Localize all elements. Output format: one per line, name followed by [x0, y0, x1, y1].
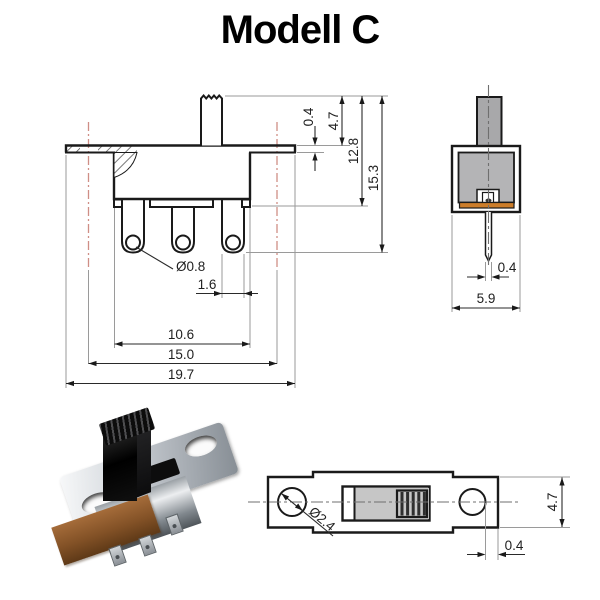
pin-hole-left: [125, 234, 141, 251]
dim-flange-thickness: 0.4: [301, 107, 318, 171]
side-actuator: [476, 96, 503, 147]
front-pins: [121, 198, 245, 254]
dim-pin-hole-diameter-label: Ø0.8: [176, 259, 205, 274]
pin-hole-center: [175, 234, 191, 251]
front-actuator: [200, 93, 223, 147]
photo-mounting-hole-right: [182, 431, 220, 461]
product-photo: [25, 398, 240, 590]
side-contact-base-strip: [458, 201, 515, 209]
dim-hole-spacing-label: 15.0: [168, 347, 194, 362]
front-view-drawing: 0.4 4.7 12.8 15.3: [64, 93, 388, 388]
page-title: Modell C: [220, 8, 381, 52]
front-hatching: [66, 146, 138, 179]
dim-overall-width-label: 19.7: [168, 367, 194, 382]
dim-body-width: 5.9: [451, 215, 521, 312]
pin-hole-right: [225, 234, 241, 251]
side-view-drawing: 0.4 5.9: [450, 85, 522, 312]
dim-pin-hole-diameter: Ø0.8: [135, 246, 205, 274]
dim-total-height: 15.3: [366, 96, 385, 253]
dim-plate-width-label: 4.7: [545, 493, 560, 512]
dim-edge-offset: 0.4: [467, 503, 525, 560]
front-mounting-flange: [64, 144, 297, 154]
photo-knob-side: [136, 425, 151, 498]
dim-flange-thickness-label: 0.4: [301, 107, 316, 126]
dim-pin-span: 10.6: [114, 327, 250, 347]
top-view-drawing: Ø2.4 4.7 0.4: [248, 470, 570, 560]
dim-pin-width: 1.6: [196, 277, 258, 297]
dim-actuator-height-label: 4.7: [326, 112, 341, 131]
dim-body-height: 12.8: [346, 96, 365, 206]
top-slider: [354, 488, 429, 519]
dim-body-width-label: 5.9: [477, 291, 496, 306]
dim-pin-thickness-label: 0.4: [498, 260, 517, 275]
dim-plate-width: 4.7: [500, 476, 570, 528]
dim-pin-span-label: 10.6: [168, 327, 194, 342]
dim-edge-offset-label: 0.4: [505, 538, 524, 553]
dim-body-height-label: 12.8: [346, 138, 361, 164]
dim-overall-width: 19.7: [66, 367, 295, 387]
dim-actuator-height: 4.7: [326, 96, 345, 146]
front-extension-lines: [65, 95, 388, 388]
top-slider-ribs: [395, 489, 429, 519]
dim-total-height-label: 15.3: [366, 165, 381, 191]
dim-pin-width-label: 1.6: [198, 277, 217, 292]
dim-pin-thickness: 0.4: [467, 260, 517, 281]
dim-hole-spacing: 15.0: [88, 347, 277, 367]
